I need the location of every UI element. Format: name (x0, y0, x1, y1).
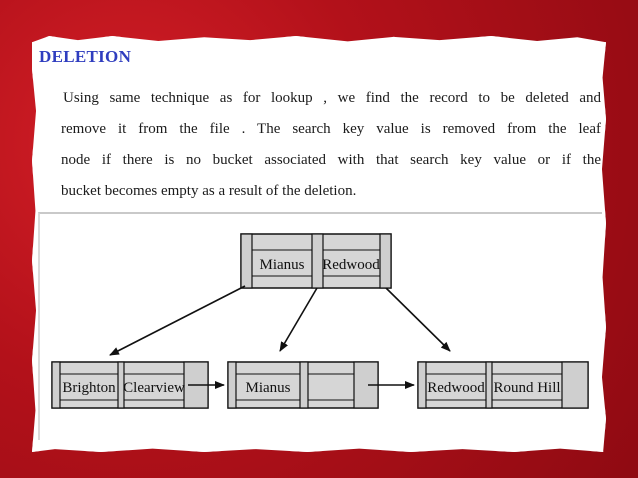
leaf-key: Clearview (123, 380, 185, 396)
bplus-tree-diagram: Mianus Redwood Brighton Clearview Mianus (51, 233, 589, 409)
root-node: Mianus Redwood (240, 233, 392, 289)
leaf-pointer-slot (485, 361, 493, 409)
tree-arrow (109, 285, 246, 356)
leaf-pointer-slot (51, 361, 61, 409)
root-key: Mianus (260, 257, 305, 273)
slide-heading: DELETION (39, 47, 132, 66)
leaf-key: Round Hill (493, 380, 560, 396)
paragraph-line: Using same technique as for lookup , we … (63, 90, 601, 106)
slide-paragraph: Using same technique as for lookup , we … (61, 83, 601, 207)
leaf-node: Redwood Round Hill (417, 361, 589, 409)
paragraph-line: bucket becomes empty as a result of the … (61, 183, 357, 199)
root-key: Redwood (322, 257, 380, 273)
tree-arrow (385, 287, 451, 352)
root-pointer-slot (379, 233, 392, 289)
root-pointer-slot (311, 233, 324, 289)
leaf-key: Brighton (62, 380, 116, 396)
leaf-pointer-slot (417, 361, 427, 409)
root-pointer-slot (240, 233, 253, 289)
leaf-pointer-slot (299, 361, 309, 409)
leaf-node: Mianus (227, 361, 379, 409)
leaf-pointer-slot (117, 361, 125, 409)
paragraph-line: node if there is no bucket associated wi… (61, 152, 601, 168)
leaf-pointer-slot (561, 361, 589, 409)
leaf-node: Brighton Clearview (51, 361, 209, 409)
leaf-key: Mianus (246, 380, 291, 396)
leaf-pointer-slot (227, 361, 237, 409)
leaf-key: Redwood (427, 380, 485, 396)
paragraph-line: remove it from the file . The search key… (61, 121, 601, 137)
tree-arrow (279, 287, 318, 352)
